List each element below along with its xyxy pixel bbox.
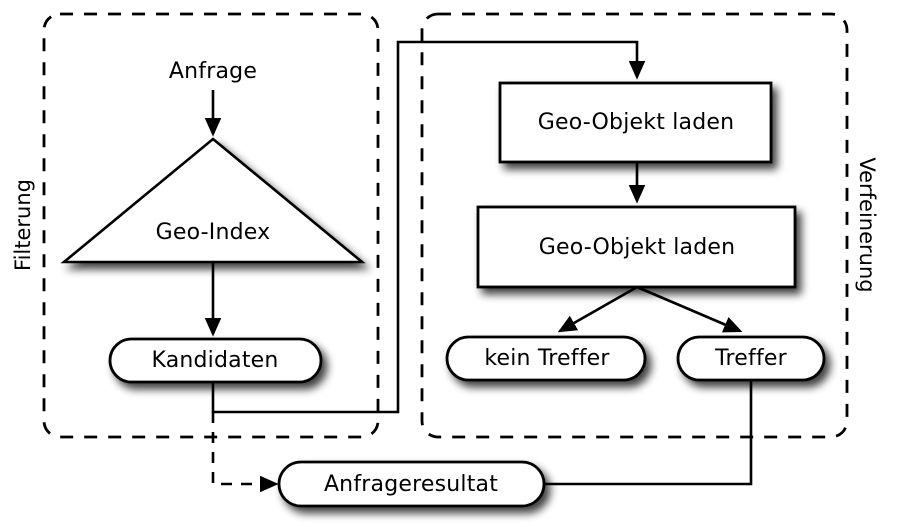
node-anfrage: Anfrage [169,59,257,84]
node-geo-objekt-laden-2[interactable] [476,205,797,289]
node-geo-index[interactable] [60,137,366,264]
node-anfrageresultat-shape[interactable] [277,460,546,508]
node-kein-treffer[interactable] [445,335,647,382]
node-geo-objekt-laden-1-label: Geo-Objekt laden [538,110,735,135]
node-kandidaten-shape[interactable] [108,337,323,384]
edge-kandidaten-to-anfrageresultat [211,412,279,493]
node-geo-objekt-laden-2-shape[interactable] [476,205,797,289]
node-anfrageresultat[interactable] [277,460,546,508]
group-filterung: Filterung [11,12,380,439]
group-verfeinerung-label: Verfeinerung [855,157,879,292]
node-kein-treffer-shape[interactable] [445,335,647,382]
edge-geo-objekt-laden-2-to-kein-treffer [557,285,638,333]
node-treffer[interactable] [676,335,826,382]
group-filterung-border [42,12,380,439]
group-verfeinerung-border [420,12,849,439]
node-geo-index-label: Geo-Index [156,220,271,245]
node-treffer-shape[interactable] [676,335,826,382]
node-geo-objekt-laden-1[interactable] [498,81,773,164]
group-filterung-label: Filterung [11,179,35,271]
node-geo-objekt-laden-1-shape[interactable] [498,81,773,164]
edge-treffer-to-anfrageresultat [543,380,753,486]
node-geo-index-shape[interactable] [60,137,366,264]
node-anfrageresultat-label: Anfrageresultat [324,472,498,497]
node-kandidaten-label: Kandidaten [151,348,278,373]
node-anfrage-label: Anfrage [169,59,257,84]
edge-geo-objekt-laden-2-to-treffer [636,285,743,333]
node-treffer-label: Treffer [714,346,788,371]
node-geo-objekt-laden-2-label: Geo-Objekt laden [539,235,736,260]
node-kandidaten[interactable] [108,337,323,384]
node-kein-treffer-label: kein Treffer [484,346,610,371]
edge-kandidaten-to-geo-objekt-laden-1 [211,40,646,414]
group-verfeinerung: Verfeinerung [420,12,879,439]
